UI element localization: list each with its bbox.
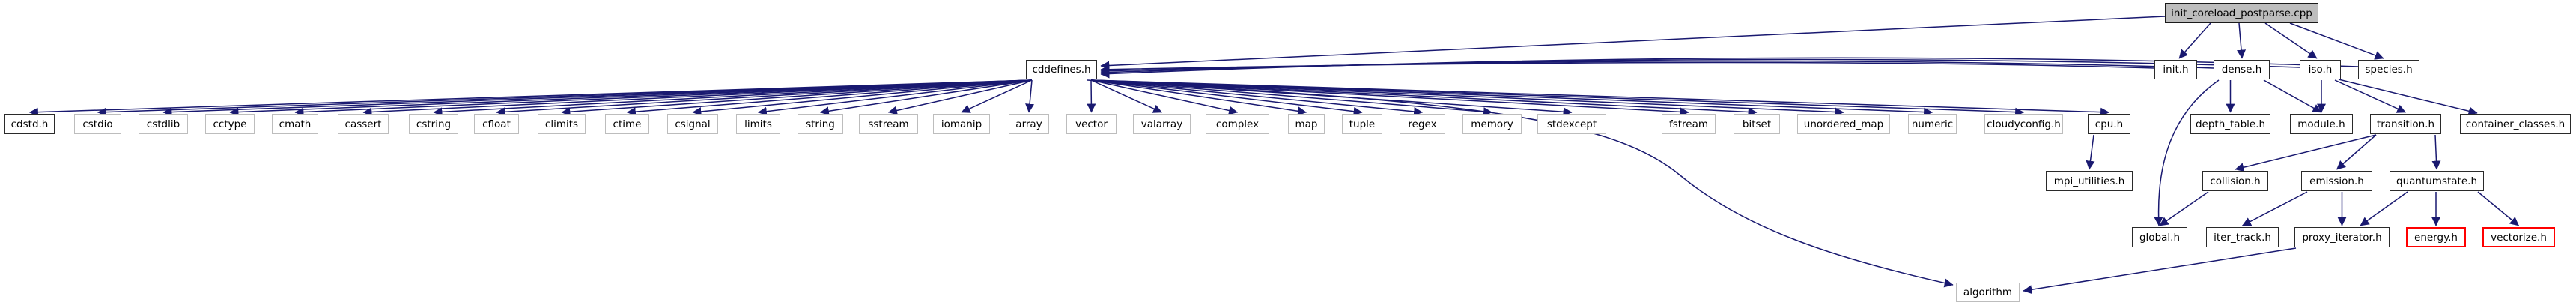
node-collision[interactable]: collision.h bbox=[2202, 171, 2268, 191]
node-string: string bbox=[798, 114, 843, 134]
edge-root-species bbox=[2289, 22, 2384, 60]
node-tuple: tuple bbox=[1342, 114, 1382, 134]
edge-cddefines-cpu bbox=[1090, 79, 2110, 117]
edge-transition-emission bbox=[2336, 134, 2377, 170]
edge-iso-transition bbox=[2334, 79, 2407, 113]
edge-species-cddefines bbox=[1100, 57, 2359, 79]
edge-cddefines-sstream bbox=[887, 79, 1033, 115]
node-array: array bbox=[1009, 114, 1049, 134]
edge-cddefines-iomanip bbox=[961, 79, 1033, 113]
node-emission[interactable]: emission.h bbox=[2301, 171, 2372, 191]
edge-quantumstate-proxy_iterator bbox=[2360, 191, 2408, 226]
node-cfloat: cfloat bbox=[474, 114, 519, 134]
node-ctime: ctime bbox=[605, 114, 649, 134]
edge-cddefines-vector bbox=[1087, 79, 1096, 113]
edge-root-dense bbox=[2237, 22, 2247, 59]
edge-cddefines-map bbox=[1090, 79, 1307, 116]
node-complex: complex bbox=[1206, 114, 1269, 134]
node-cctype: cctype bbox=[205, 114, 255, 134]
edge-root-init bbox=[2178, 22, 2211, 59]
edge-cddefines-limits bbox=[757, 79, 1033, 116]
edge-root-cddefines bbox=[1100, 16, 2166, 70]
edge-cddefines-unordered_map bbox=[1090, 79, 1844, 117]
edge-cddefines-bitset bbox=[1090, 79, 1758, 117]
node-fstream: fstream bbox=[1662, 114, 1716, 134]
node-memory: memory bbox=[1462, 114, 1522, 134]
edge-transition-quantumstate bbox=[2431, 134, 2441, 170]
edge-cddefines-valarray bbox=[1090, 79, 1163, 113]
edge-cddefines-memory bbox=[1090, 79, 1493, 117]
edge-cpu-mpi_utilities bbox=[2086, 134, 2095, 170]
edge-cddefines-algorithm bbox=[1087, 79, 1954, 288]
edge-iso-cddefines bbox=[1100, 58, 2300, 77]
node-cstdio: cstdio bbox=[74, 114, 121, 134]
node-cpu[interactable]: cpu.h bbox=[2088, 114, 2130, 134]
node-limits: limits bbox=[736, 114, 780, 134]
edge-emission-iter_track bbox=[2241, 191, 2308, 226]
node-regex: regex bbox=[1400, 114, 1445, 134]
node-cassert: cassert bbox=[338, 114, 389, 134]
node-cloudyconfig: cloudyconfig.h bbox=[1984, 114, 2063, 134]
edge-dense-cddefines bbox=[1100, 60, 2214, 76]
edge-cddefines-cstring bbox=[433, 79, 1033, 117]
node-module[interactable]: module.h bbox=[2290, 114, 2353, 134]
edge-dense-module bbox=[2263, 79, 2322, 113]
node-cstring: cstring bbox=[409, 114, 458, 134]
node-energy[interactable]: energy.h bbox=[2406, 227, 2466, 247]
edge-root-iso bbox=[2264, 22, 2318, 59]
node-init[interactable]: init.h bbox=[2154, 60, 2197, 79]
edge-cddefines-csignal bbox=[692, 79, 1033, 116]
node-species[interactable]: species.h bbox=[2358, 60, 2419, 79]
edge-cddefines-ctime bbox=[626, 79, 1033, 117]
edge-proxy_iterator-algorithm bbox=[2023, 247, 2297, 295]
edge-cddefines-tuple bbox=[1090, 79, 1363, 116]
node-vectorize[interactable]: vectorize.h bbox=[2482, 227, 2555, 247]
node-container_classes[interactable]: container_classes.h bbox=[2460, 114, 2571, 134]
node-mpi_utilities[interactable]: mpi_utilities.h bbox=[2046, 171, 2133, 191]
node-climits: climits bbox=[538, 114, 586, 134]
node-dense[interactable]: dense.h bbox=[2214, 60, 2270, 79]
node-iso[interactable]: iso.h bbox=[2300, 60, 2341, 79]
node-unordered_map: unordered_map bbox=[1797, 114, 1890, 134]
node-algorithm: algorithm bbox=[1956, 283, 2020, 302]
edge-cddefines-climits bbox=[561, 79, 1033, 117]
node-valarray: valarray bbox=[1133, 114, 1191, 134]
node-cmath: cmath bbox=[272, 114, 318, 134]
node-cdstd[interactable]: cdstd.h bbox=[4, 114, 55, 134]
edge-dense-global bbox=[2154, 79, 2220, 226]
edge-iso-container_classes bbox=[2338, 79, 2478, 116]
edge-cddefines-cassert bbox=[362, 79, 1033, 117]
edge-transition-collision bbox=[2235, 134, 2377, 172]
node-stdexcept: stdexcept bbox=[1537, 114, 1606, 134]
node-depth_table[interactable]: depth_table.h bbox=[2190, 114, 2270, 134]
node-proxy_iterator[interactable]: proxy_iterator.h bbox=[2294, 227, 2390, 247]
node-transition[interactable]: transition.h bbox=[2370, 114, 2441, 134]
node-vector: vector bbox=[1066, 114, 1117, 134]
node-iomanip: iomanip bbox=[933, 114, 990, 134]
edge-cddefines-string bbox=[819, 79, 1033, 116]
node-map: map bbox=[1288, 114, 1325, 134]
node-bitset: bitset bbox=[1734, 114, 1780, 134]
edge-collision-global bbox=[2159, 191, 2209, 226]
node-cddefines[interactable]: cddefines.h bbox=[1026, 60, 1097, 79]
node-csignal: csignal bbox=[667, 114, 718, 134]
edge-cddefines-array bbox=[1025, 79, 1035, 113]
edge-cddefines-regex bbox=[1090, 79, 1424, 116]
node-global[interactable]: global.h bbox=[2132, 227, 2187, 247]
node-numeric: numeric bbox=[1908, 114, 1957, 134]
edge-cddefines-complex bbox=[1090, 79, 1239, 115]
node-quantumstate[interactable]: quantumstate.h bbox=[2390, 171, 2484, 191]
node-sstream: sstream bbox=[859, 114, 918, 134]
edge-quantumstate-vectorize bbox=[2477, 191, 2519, 226]
node-iter_track[interactable]: iter_track.h bbox=[2206, 227, 2279, 247]
edge-cddefines-cfloat bbox=[496, 79, 1033, 117]
node-cstdlib: cstdlib bbox=[139, 114, 188, 134]
node-root: init_coreload_postparse.cpp bbox=[2165, 3, 2318, 23]
